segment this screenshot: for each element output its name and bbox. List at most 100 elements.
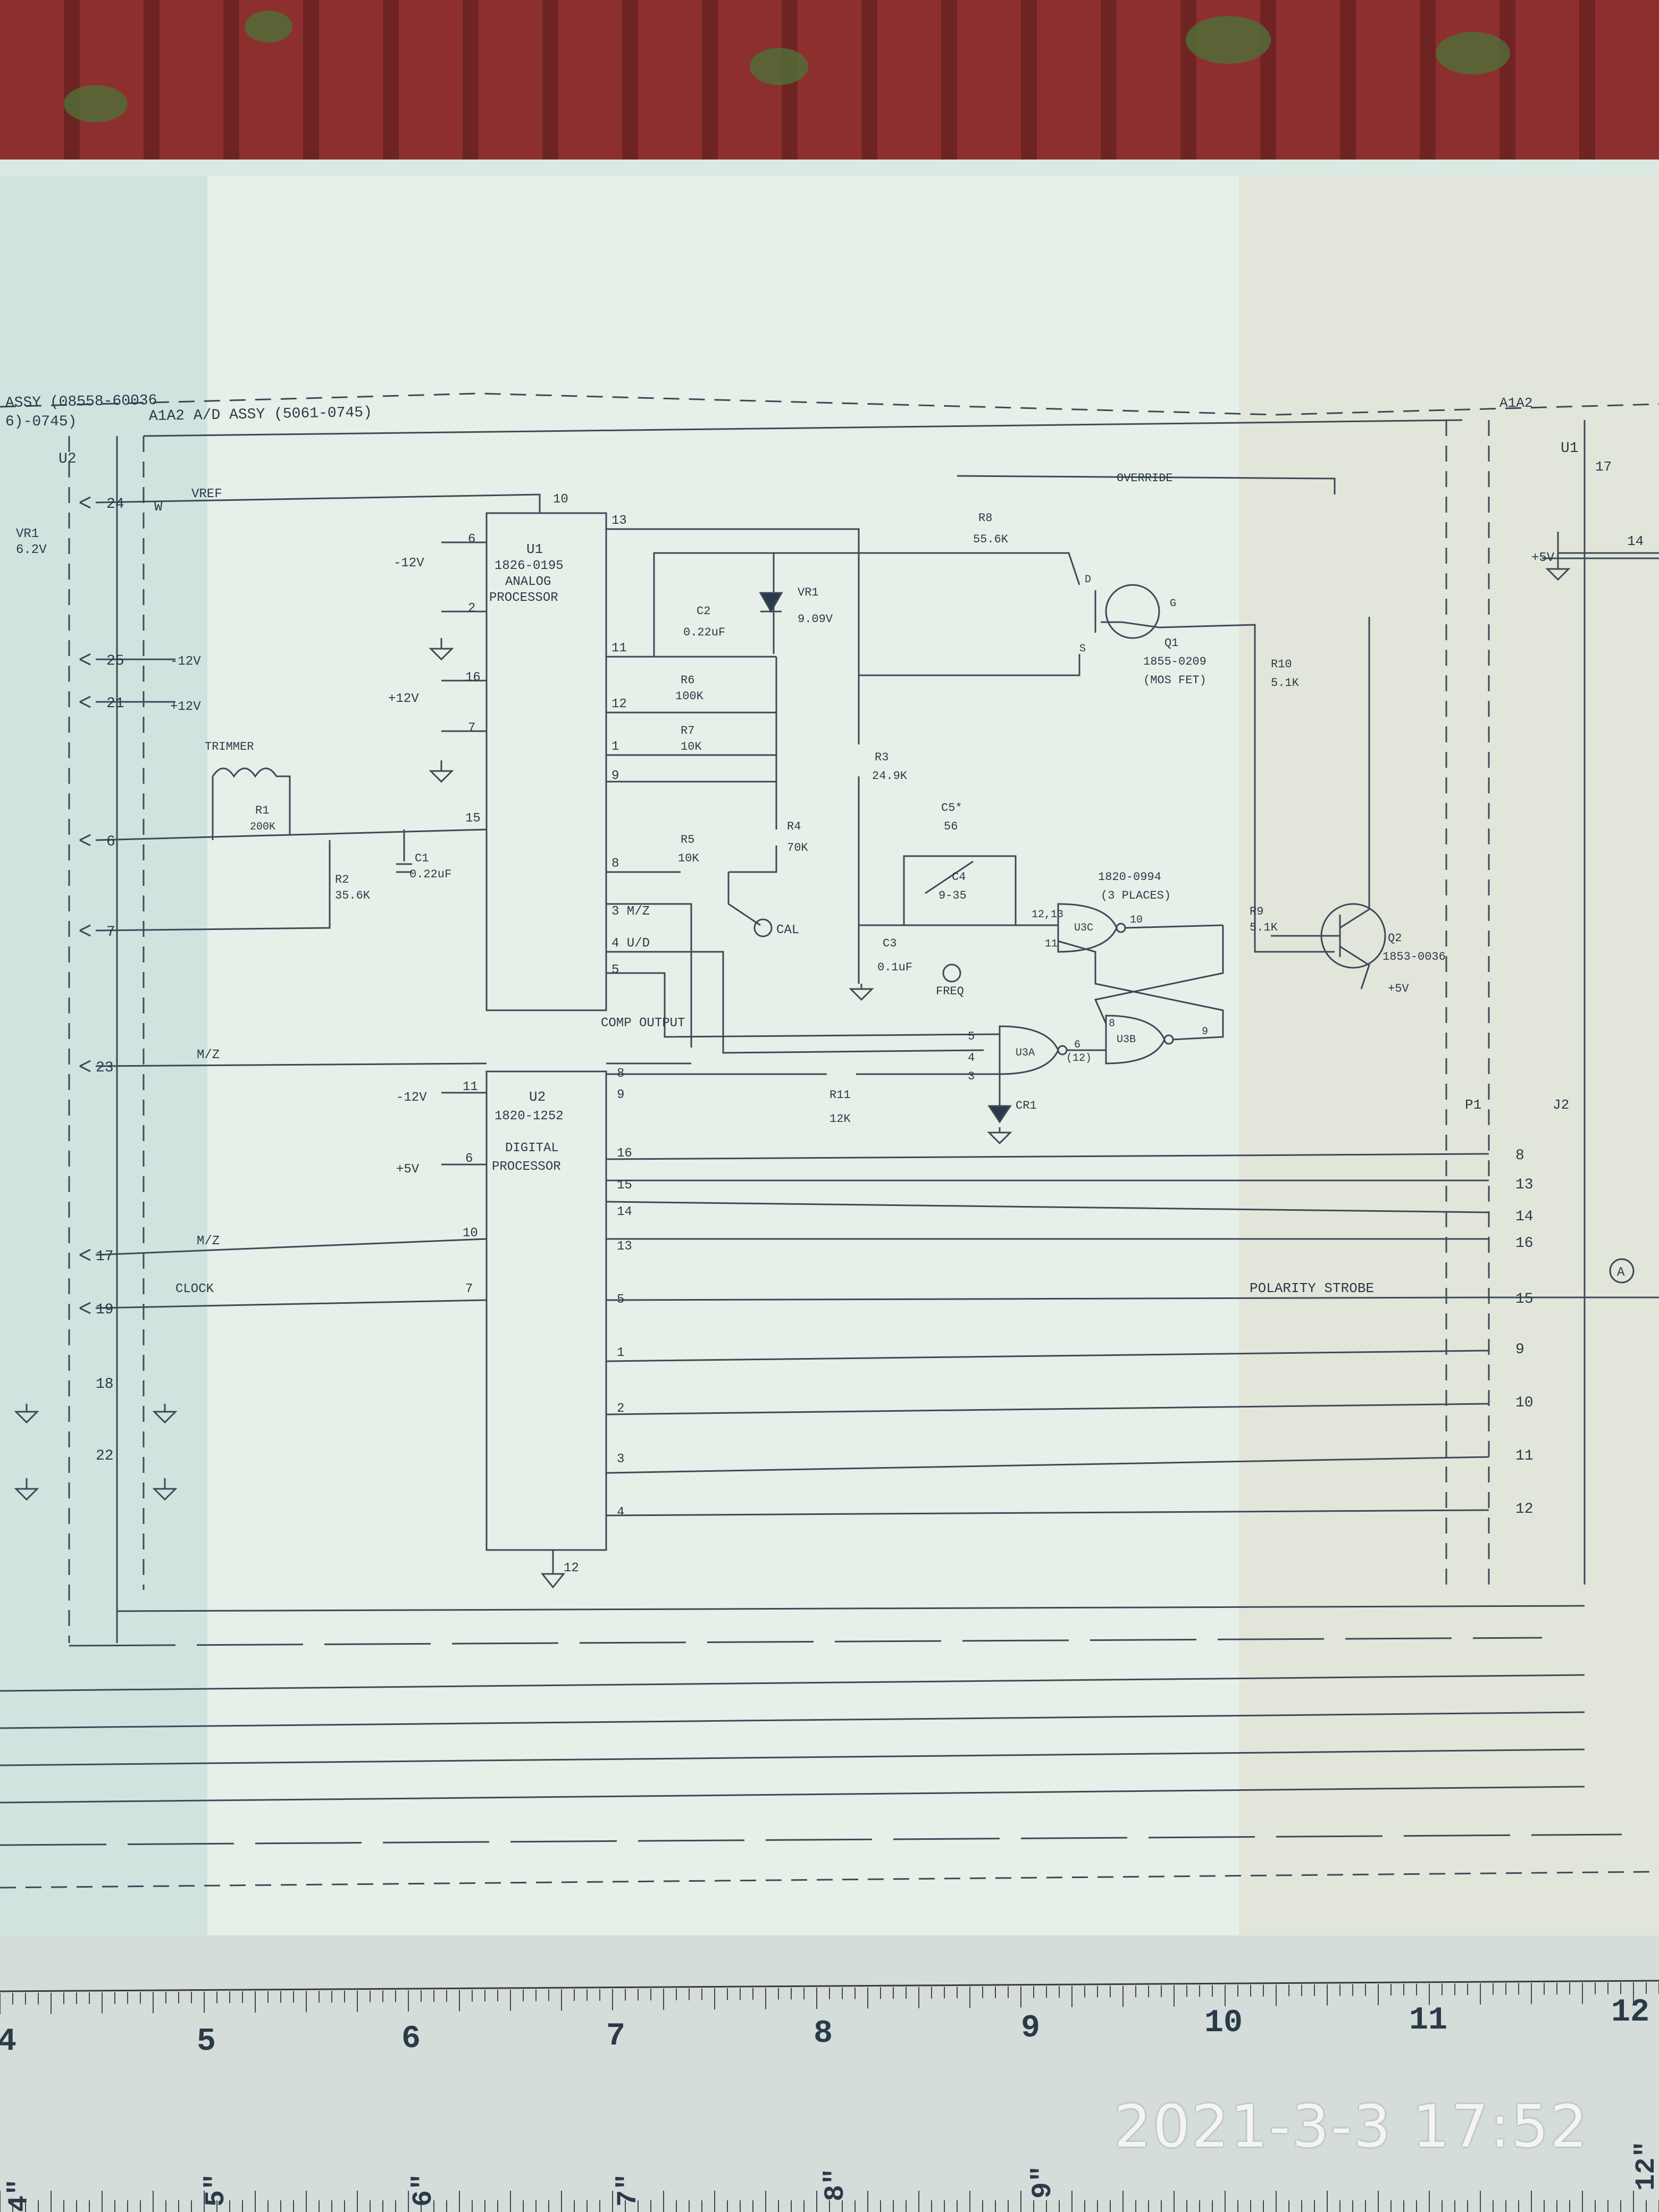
cr1-label: CR1 — [1016, 1099, 1037, 1112]
u2-pin-2: 2 — [617, 1402, 624, 1416]
left-pin-18: 18 — [96, 1376, 114, 1393]
ruler-inch-7-bottom: 7" — [613, 2174, 644, 2207]
comp-output-label: COMP OUTPUT — [601, 1016, 685, 1030]
right-pin-12: 12 — [1515, 1501, 1534, 1518]
ruler-inch-4: 4 — [0, 2024, 16, 2060]
r2-value: 35.6K — [335, 889, 371, 902]
freq-label: FREQ — [936, 985, 964, 998]
right-top-pin-17: 17 — [1595, 459, 1612, 475]
u2-pin-13: 13 — [617, 1239, 632, 1254]
assy-title-left: ASSY (08558-60036 — [5, 392, 157, 412]
u1-supply-m12: -12V — [393, 556, 424, 571]
left-pin-22: 22 — [96, 1448, 114, 1464]
u1-pin-10: 10 — [553, 492, 568, 507]
u1-pin-6: 6 — [468, 532, 475, 547]
u1-pin-7: 7 — [468, 721, 475, 735]
u2-gnd-pin: 12 — [564, 1561, 579, 1576]
left-pin-6: 6 — [106, 834, 115, 850]
u1-pin-8: 8 — [611, 857, 619, 871]
r4-value: 70K — [787, 841, 808, 854]
c2-label: C2 — [697, 605, 710, 618]
u2-pin-7: 7 — [465, 1282, 473, 1296]
u1-pin-11: 11 — [611, 641, 627, 656]
u2-pin-8: 8 — [617, 1067, 624, 1081]
r3-label: R3 — [875, 751, 889, 764]
u1-pin-12: 12 — [611, 697, 627, 711]
u2-name2: PROCESSOR — [492, 1160, 561, 1174]
r3-value: 24.9K — [872, 769, 908, 783]
q2-label: Q2 — [1388, 932, 1402, 945]
gate-places: (3 PLACES) — [1101, 889, 1171, 902]
q1-type: (MOS FET) — [1143, 674, 1206, 687]
gate-pin-12-13: 12,13 — [1032, 909, 1063, 921]
right-pin-15: 15 — [1515, 1291, 1534, 1308]
right-top-pin-14: 14 — [1627, 533, 1644, 549]
ruler-inch-5-bottom: 5" — [200, 2174, 232, 2207]
circle-a-label: A — [1617, 1266, 1625, 1280]
gate-pin-5: 5 — [968, 1030, 975, 1043]
q1-gate: G — [1170, 598, 1176, 610]
right-pin-14: 14 — [1515, 1209, 1534, 1225]
cloth-motif — [1186, 16, 1271, 64]
left-pin-17: 17 — [96, 1249, 114, 1265]
u2-ref: U2 — [529, 1089, 546, 1105]
gate-pin-6: 6 — [1074, 1039, 1080, 1051]
c3-value: 0.1uF — [877, 961, 912, 974]
c1-label: C1 — [415, 852, 429, 865]
r6-value: 100K — [675, 690, 704, 703]
r4-label: R4 — [787, 820, 801, 833]
left-pin-25: 25 — [106, 653, 124, 669]
u1-pin-2: 2 — [468, 601, 475, 616]
u2-pin-9: 9 — [617, 1088, 624, 1102]
cloth-motif — [1436, 32, 1510, 74]
gate-pin-12-paren: (12) — [1066, 1052, 1092, 1065]
assy-title-main: A1A2 A/D ASSY (5061-0745) — [149, 405, 373, 425]
q1-source: S — [1079, 643, 1086, 655]
u2-pin-5: 5 — [617, 1293, 624, 1307]
signal-m12-left: -12V — [170, 655, 201, 669]
u1-pin-3: 3 M/Z — [611, 904, 650, 919]
c4-value: 9-35 — [939, 889, 967, 902]
c3-label: C3 — [883, 937, 896, 950]
u2-supply-p5: +5V — [396, 1162, 420, 1177]
r1-label: R1 — [255, 804, 269, 817]
signal-mz-top: M/Z — [197, 1048, 220, 1062]
r10-label: R10 — [1271, 658, 1292, 671]
left-pin-21: 21 — [106, 696, 124, 712]
vr1-left-value: 6.2V — [16, 543, 47, 557]
u2-pin-10: 10 — [463, 1226, 478, 1241]
ruler — [0, 1936, 1659, 2212]
cloth-motif — [245, 11, 292, 43]
r9-value: 5.1K — [1250, 921, 1278, 934]
vr1-left-label: VR1 — [16, 527, 39, 541]
signal-polarity-strobe: POLARITY STROBE — [1250, 1280, 1374, 1296]
u2-pin-3: 3 — [617, 1452, 624, 1467]
signal-p5v-right: +5V — [1531, 551, 1555, 565]
connector-ref-j2: J2 — [1553, 1097, 1569, 1113]
ruler-inch-4-bottom: 4" — [4, 2179, 35, 2212]
vr1-value: 9.09V — [798, 613, 833, 626]
ruler-inch-11: 11 — [1409, 2002, 1447, 2039]
u2-pin-15: 15 — [617, 1178, 632, 1193]
trimmer-label: TRIMMER — [205, 740, 254, 753]
r7-label: R7 — [681, 724, 694, 738]
connector-ref-w: W — [154, 499, 163, 515]
ruler-inch-6: 6 — [401, 2021, 421, 2057]
r7-value: 10K — [681, 740, 702, 753]
signal-mz: M/Z — [197, 1234, 220, 1249]
u1-name2: PROCESSOR — [489, 591, 558, 605]
ruler-inch-8-bottom: 8" — [820, 2168, 851, 2201]
ruler-inch-8: 8 — [814, 2016, 833, 2052]
r5-label: R5 — [681, 833, 694, 847]
u1-pin-9: 9 — [611, 769, 619, 783]
u2-pin-11: 11 — [463, 1080, 478, 1094]
u2-pin-6: 6 — [465, 1152, 473, 1166]
left-pin-7: 7 — [106, 924, 115, 941]
r2-label: R2 — [335, 873, 349, 886]
r9-label: R9 — [1250, 905, 1263, 918]
assy-title-left-2: 6)-0745) — [5, 414, 77, 430]
u1-name1: ANALOG — [505, 575, 551, 589]
signal-clock: CLOCK — [175, 1282, 214, 1296]
left-pin-23: 23 — [96, 1060, 114, 1076]
